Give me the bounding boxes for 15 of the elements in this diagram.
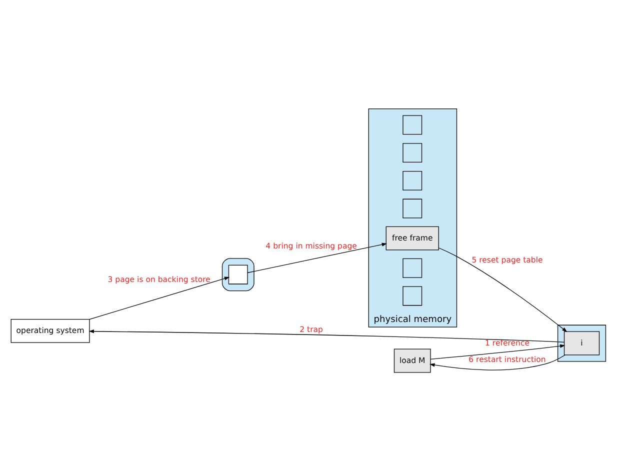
node-box [402, 143, 422, 163]
arrow [247, 242, 388, 274]
cluster [557, 324, 606, 362]
node-box [228, 264, 248, 284]
arrow [438, 248, 568, 332]
node-box [402, 115, 422, 135]
arrow [88, 330, 565, 343]
node-box [402, 258, 422, 278]
arrow [430, 344, 566, 360]
arrow [89, 276, 230, 320]
cluster [222, 258, 254, 292]
arrow [430, 354, 566, 370]
node-box [402, 198, 422, 218]
node-box [402, 170, 422, 190]
node-box [402, 286, 422, 306]
